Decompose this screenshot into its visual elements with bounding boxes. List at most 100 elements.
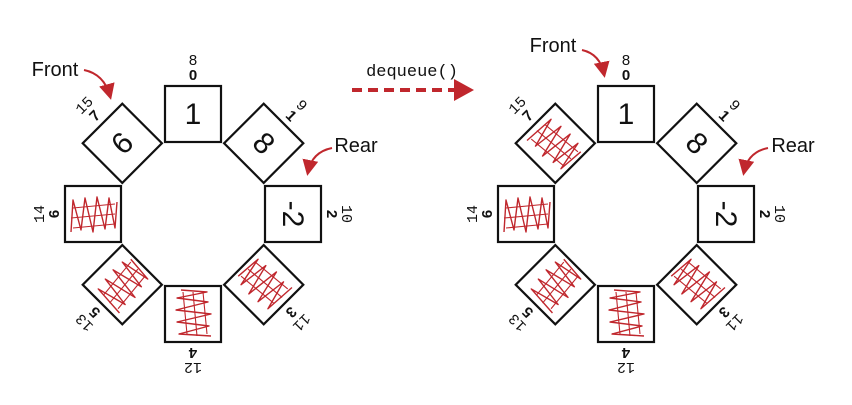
after-empty-slot-scribble [673,261,722,304]
after-slot-index: 3 [715,303,733,321]
before-slot-index-label: 146 [32,205,63,223]
before-empty-slot-scribble [182,291,208,337]
after-empty-slot-scribble [503,196,551,233]
before-slot-index-label: 91 [282,97,310,125]
before-rear-label: Rear [334,135,378,157]
after-slot-5 [514,243,597,326]
after-slot-box [596,84,656,144]
after-slot-index-label: 91 [715,97,743,125]
after-slot-index: 2 [756,210,773,218]
after-slot-0: 1 [596,84,656,144]
after-slot-mod-index: 12 [617,358,635,375]
before-slot-2: -2 [263,184,323,244]
before-slot-7: 6 [81,102,164,185]
after-rear-arrow [738,147,769,176]
before-slot-box [163,84,223,144]
after-slot-box [655,243,738,326]
before-slot-mod-index: 10 [337,205,354,223]
after-empty-slot-scribble [670,258,726,310]
before-slot-box [222,243,305,326]
before-slot-value: -2 [276,201,309,228]
before-slot-1: 8 [222,102,305,185]
before-slot-value: 1 [185,98,202,131]
after-slot-index-label: 102 [756,205,787,223]
after-slot-box [496,184,556,244]
after-slot-index: 0 [622,67,630,84]
before-slot-index-label: 80 [188,53,197,84]
after-slot-box [514,243,597,326]
after-slot-mod-index: 10 [770,205,787,223]
after-slot-value: 1 [618,98,635,131]
before-slot-6 [63,184,123,244]
before-slot-mod-index: 14 [32,205,49,223]
before-slot-box [81,243,164,326]
before-empty-slot-scribble [70,203,116,229]
before-front-arrow [83,69,115,100]
after-slot-index-label: 80 [621,53,630,84]
before-slot-index: 3 [282,303,300,321]
before-slot-index: 6 [46,210,63,218]
after-slot-index: 4 [621,344,630,361]
after-slot-index: 7 [519,107,537,125]
before-slot-box [222,102,305,185]
after-slot-box [696,184,756,244]
before-front-label: Front [32,59,79,81]
before-slot-index: 5 [86,303,104,321]
after-slot-box [514,102,597,185]
after-slot-6 [496,184,556,244]
before-empty-slot-scribble [175,289,212,337]
before-slot-box [63,184,123,244]
before-slot-4 [163,284,223,344]
after-slot-index-label: 146 [465,205,496,223]
after-slot-box [655,102,738,185]
before-empty-slot-scribble [97,258,149,314]
after-slot-mod-index: 8 [621,53,630,70]
before-slot-index: 2 [323,210,340,218]
before-empty-slot-scribble [237,258,293,310]
operation-label: dequeue() [366,63,458,82]
after-rear-label: Rear [771,135,815,157]
after-front-arrow [581,49,610,78]
before-rear-arrow [302,147,333,176]
after-slot-index-label: 124 [617,344,635,375]
after-slot-3 [655,243,738,326]
after-slot-4 [596,284,656,344]
after-slot-mod-index: 14 [465,205,482,223]
after-empty-slot-scribble [530,124,579,167]
after-slot-7 [514,102,597,185]
after-empty-slot-scribble [503,203,549,229]
after-empty-slot-scribble [526,118,582,170]
before-empty-slot-scribble [240,261,289,304]
after-empty-slot-scribble [536,261,579,310]
after-slot-index: 5 [519,303,537,321]
after-slot-1: 8 [655,102,738,185]
after-slot-index: 6 [479,210,496,218]
operation-arrowhead [454,79,474,101]
before-slot-mod-index: 12 [184,358,202,375]
after-slot-2: -2 [696,184,756,244]
before-slot-mod-index: 8 [188,53,197,70]
before-slot-index: 0 [189,67,197,84]
before-empty-slot-scribble [103,261,146,310]
after-slot-value: -2 [709,201,742,228]
before-slot-index: 4 [188,344,197,361]
after-empty-slot-scribble [615,291,641,337]
before-slot-5 [81,243,164,326]
before-slot-0: 1 [163,84,223,144]
after-empty-slot-scribble [530,258,582,314]
operation-group: dequeue() [352,63,474,101]
before-slot-3 [222,243,305,326]
before-slot-box [81,102,164,185]
before-slot-index: 1 [282,107,300,125]
after-empty-slot-scribble [608,289,645,337]
after-slot-index: 1 [715,107,733,125]
before-slot-index-label: 102 [323,205,354,223]
before-slot-box [263,184,323,244]
before-slot-index-label: 124 [184,344,202,375]
before-empty-slot-scribble [70,196,118,233]
before-slot-index: 7 [86,107,104,125]
